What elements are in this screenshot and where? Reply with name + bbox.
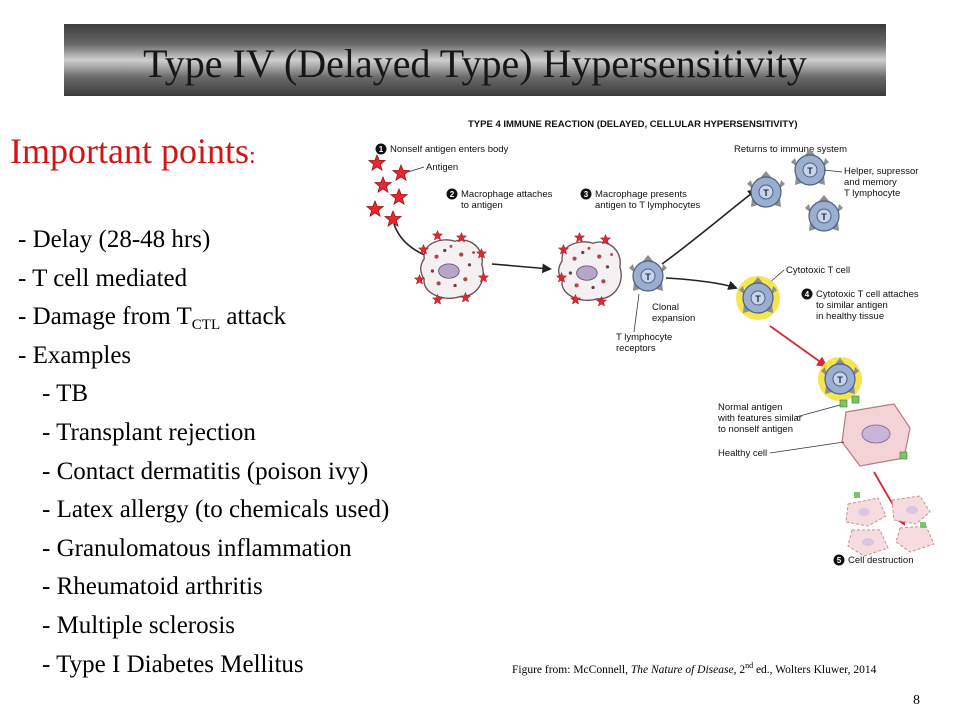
heading-text: Important points — [10, 131, 249, 171]
attached-cytotoxic-t-cell: T — [818, 357, 862, 401]
memory-line3: T lymphocyte — [844, 188, 900, 199]
slide-title: Type IV (Delayed Type) Hypersensitivity — [143, 41, 807, 86]
step4-line1: Cytotoxic T cell attaches — [816, 289, 919, 300]
t-cell-label-5: T — [755, 294, 761, 304]
t-cell-label-4: T — [821, 212, 827, 222]
normal-antigen-line2: with features similar — [717, 413, 802, 424]
example-contact-dermatitis: - Contact dermatitis (poison ivy) — [42, 457, 369, 485]
points-list: - Delay (28-48 hrs) - T cell mediated - … — [18, 221, 389, 684]
returns-label: Returns to immune system — [734, 144, 847, 155]
healthy-cell-label: Healthy cell — [718, 448, 767, 459]
t-cell-label-3: T — [807, 166, 813, 176]
figure-caption: Figure from: McConnell, The Nature of Di… — [512, 661, 877, 676]
memory-line1: Helper, supressor — [844, 166, 918, 177]
step5-number: 5 — [837, 556, 842, 565]
example-tb: - TB — [42, 380, 89, 408]
clonal-line1: Clonal — [652, 302, 679, 313]
example-ms: - Multiple sclerosis — [42, 611, 236, 639]
normal-antigen-line3: to nonself antigen — [718, 424, 793, 435]
example-transplant: - Transplant rejection — [42, 418, 256, 446]
t-cell-label-1: T — [645, 272, 651, 282]
step3-number: 3 — [584, 190, 589, 199]
step2-number: 2 — [450, 190, 455, 199]
point-examples: - Examples — [18, 341, 132, 369]
caption-superscript: nd — [745, 661, 754, 671]
step2-line2: to antigen — [461, 200, 503, 211]
title-banner: Type IV (Delayed Type) Hypersensitivity — [64, 24, 886, 96]
point-delay: - Delay (28-48 hrs) — [18, 226, 211, 253]
point-damage-suffix: attack — [220, 303, 287, 331]
heading-colon: : — [248, 143, 256, 169]
healthy-cell — [839, 395, 911, 467]
caption-mid: , 2 — [733, 664, 746, 676]
clonal-line2: expansion — [652, 313, 695, 324]
destroyed-cells — [845, 492, 935, 557]
caption-book-title: The Nature of Disease — [630, 664, 734, 676]
normal-antigen-line1: Normal antigen — [718, 402, 782, 413]
tctl-subscript: CTL — [191, 317, 221, 334]
example-rheumatoid: - Rheumatoid arthritis — [42, 573, 263, 601]
figure-header: TYPE 4 IMMUNE REACTION (DELAYED, CELLULA… — [468, 119, 798, 130]
presenting-t-cell: T — [628, 254, 668, 292]
important-points-heading: Important points: — [10, 130, 256, 172]
cytotoxic-label: Cytotoxic T cell — [786, 265, 850, 276]
example-diabetes: - Type I Diabetes Mellitus — [42, 650, 304, 678]
step1-number: 1 — [379, 145, 384, 154]
point-damage: - Damage from TCTL attack — [18, 298, 389, 337]
caption-suffix: ed., Wolters Kluwer, 2014 — [753, 664, 877, 676]
cytotoxic-t-cell: T — [736, 276, 780, 320]
example-latex: - Latex allergy (to chemicals used) — [42, 496, 390, 524]
point-t-cell: - T cell mediated — [18, 264, 188, 292]
t-cell-label-2: T — [763, 188, 769, 198]
caption-prefix: Figure from: McConnell, — [512, 664, 631, 676]
t-cell-label-6: T — [837, 375, 843, 385]
step3-line2: antigen to T lymphocytes — [595, 200, 701, 211]
slide-number: 8 — [913, 693, 920, 708]
receptors-line1: T lymphocyte — [616, 332, 672, 343]
step4-number: 4 — [805, 290, 810, 299]
immune-reaction-figure: TYPE 4 IMMUNE REACTION (DELAYED, CELLULA… — [366, 119, 935, 566]
antigen-label: Antigen — [426, 162, 458, 173]
memory-line2: and memory — [844, 177, 897, 188]
step2-line1: Macrophage attaches — [461, 189, 553, 200]
point-damage-text: - Damage from T — [18, 303, 192, 331]
example-granulomatous: - Granulomatous inflammation — [42, 534, 352, 562]
step1-label: Nonself antigen enters body — [390, 144, 509, 155]
memory-t-cells: T T T — [746, 148, 844, 232]
step4-line3: in healthy tissue — [816, 311, 884, 322]
macrophage-2 — [556, 232, 622, 307]
step4-line2: to similar antigen — [816, 300, 888, 311]
receptors-line2: receptors — [616, 343, 656, 354]
step3-line1: Macrophage presents — [595, 189, 687, 200]
antigen-cluster — [366, 154, 410, 227]
macrophage-1 — [414, 230, 489, 305]
step5-label: Cell destruction — [848, 555, 913, 566]
